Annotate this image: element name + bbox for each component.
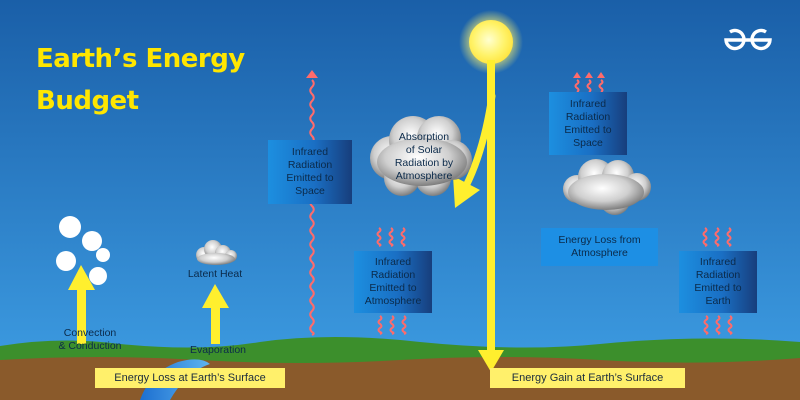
bar-energy-gain-surface: Energy Gain at Earth’s Surface xyxy=(490,368,685,388)
wave-group-earth-top-line-1 xyxy=(702,227,708,247)
label-absorption: Absorption of Solar Radiation by Atmosph… xyxy=(394,131,454,182)
page-title: Earth’s Energy Budget xyxy=(36,38,245,122)
title-line-2: Budget xyxy=(36,86,139,116)
label-infrared-earth: Infrared Radiation Emitted to Earth xyxy=(679,251,757,313)
geeksforgeeks-logo-icon xyxy=(724,28,772,51)
wave-group-space-right-line-2 xyxy=(586,79,592,93)
convection-arrow xyxy=(68,265,95,344)
solar-arrow xyxy=(478,60,504,372)
infrared-long-wave xyxy=(309,79,315,336)
wave-group-atmosphere-top-line-2 xyxy=(388,227,394,247)
wave-group-space-right-arrowhead-2 xyxy=(585,72,593,78)
wave-group-space-right-arrowhead-1 xyxy=(573,72,581,78)
absorption-arrow xyxy=(453,92,496,208)
wave-group-earth-bottom-line-1 xyxy=(703,315,709,335)
absorption-cloud xyxy=(370,116,472,196)
infrared-wave-groups xyxy=(376,72,733,335)
wave-group-earth-top-line-3 xyxy=(726,227,732,247)
wave-group-space-right-arrowhead-3 xyxy=(597,72,605,78)
wave-group-atmosphere-bottom-line-1 xyxy=(377,315,383,335)
atmosphere-cloud xyxy=(563,159,651,215)
label-energy-loss-atmosphere: Energy Loss from Atmosphere xyxy=(541,228,658,266)
title-line-1: Earth’s Energy xyxy=(36,44,245,74)
wave-group-space-right-line-3 xyxy=(598,79,604,93)
infrared-long-wave-arrowhead xyxy=(306,70,318,78)
label-infrared-atmosphere: Infrared Radiation Emitted to Atmosphere xyxy=(354,251,432,313)
latent-heat-cloud xyxy=(196,240,237,265)
convection-bubbles xyxy=(56,216,110,285)
bar-energy-loss-surface: Energy Loss at Earth’s Surface xyxy=(95,368,285,388)
wave-group-earth-top-line-2 xyxy=(714,227,720,247)
evaporation-arrow xyxy=(202,284,229,344)
wave-group-earth-bottom-line-2 xyxy=(715,315,721,335)
wave-group-earth-bottom-line-3 xyxy=(727,315,733,335)
wave-group-atmosphere-bottom-line-2 xyxy=(389,315,395,335)
wave-group-atmosphere-top-line-1 xyxy=(376,227,382,247)
label-convection: Convection & Conduction xyxy=(58,327,122,352)
sun-icon xyxy=(469,20,513,64)
label-latent-heat: Latent Heat xyxy=(187,268,243,280)
wave-group-atmosphere-top-line-3 xyxy=(400,227,406,247)
label-infrared-space-left: Infrared Radiation Emitted to Space xyxy=(268,140,352,204)
label-evaporation: Evaporation xyxy=(189,344,247,356)
label-infrared-space-right: Infrared Radiation Emitted to Space xyxy=(549,92,627,155)
wave-group-space-right-line-1 xyxy=(574,79,580,93)
wave-group-atmosphere-bottom-line-3 xyxy=(401,315,407,335)
